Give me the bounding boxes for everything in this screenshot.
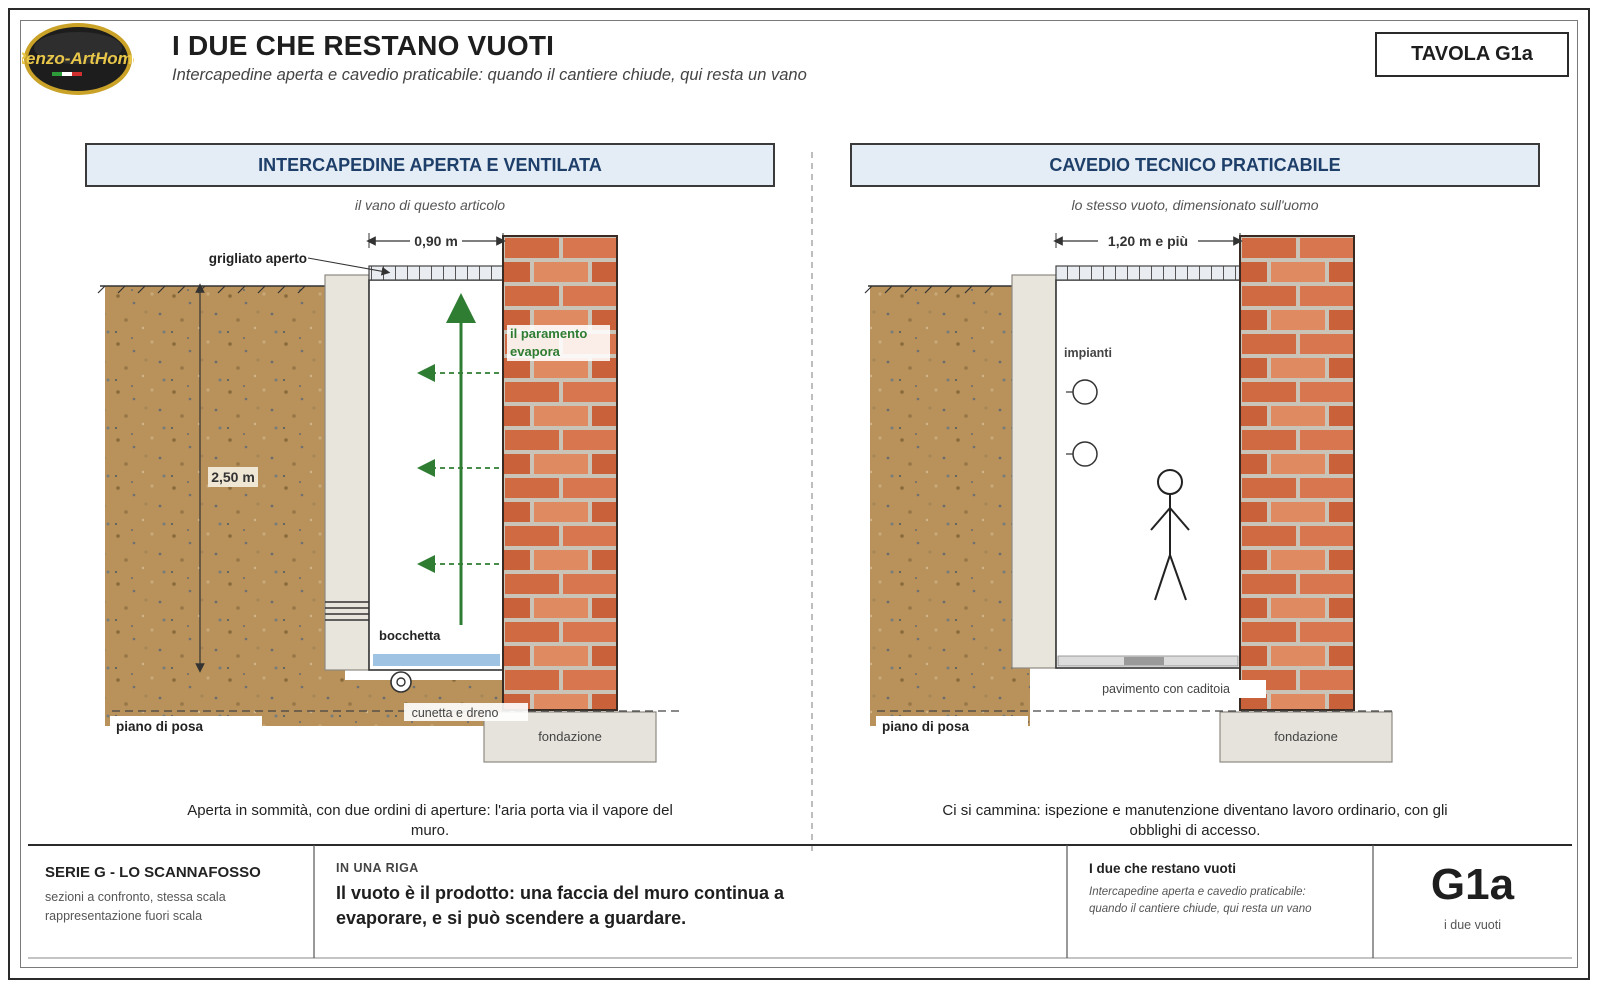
- series-line-2: rappresentazione fuori scala: [45, 909, 203, 923]
- right-section: 1,20 m e più impianti pavimento con cadi…: [864, 233, 1393, 763]
- title-block-lines: [28, 844, 1572, 959]
- vapour-arrows: [417, 364, 499, 573]
- evaporation-label-line2: evapora: [510, 344, 561, 359]
- sheet-code: G1a: [1430, 860, 1515, 909]
- right-caption: Ci si cammina: ispezione e manutenzione …: [942, 802, 1448, 839]
- left-caption: Aperta in sommità, con due ordini di ape…: [187, 802, 673, 839]
- left-foundation-label: fondazione: [538, 729, 602, 744]
- left-panel-subtitle: il vano di questo articolo: [354, 197, 506, 213]
- soil-fill: [105, 286, 345, 726]
- doc-line-2: quando il cantiere chiude, qui resta un …: [1089, 903, 1312, 915]
- sheet-number-box: TAVOLA G1a: [1375, 32, 1569, 77]
- service-pipes: [1066, 379, 1098, 467]
- left-section: 0,90 m 2,50 m grigliato aperto il parame…: [97, 233, 682, 763]
- counter-wall: [324, 274, 370, 671]
- counter-wall-right: [1011, 274, 1057, 669]
- vent-label: bocchetta: [379, 628, 441, 643]
- floor-drain: [1124, 657, 1164, 665]
- left-bedding-label: piano di posa: [116, 719, 203, 734]
- right-foundation-label: fondazione: [1274, 729, 1338, 744]
- right-panel-subtitle: lo stesso vuoto, dimensionato sull'uomo: [1071, 197, 1319, 213]
- series-title: SERIE G - LO SCANNAFOSSO: [45, 864, 261, 881]
- logo-text: Renzo-ArtHome: [22, 49, 134, 68]
- open-grating: [368, 265, 504, 281]
- renzo-arthome-logo: Renzo-ArtHome: [22, 23, 134, 95]
- shaft-grating: [1055, 265, 1241, 281]
- brick-wall-right: [1239, 235, 1355, 711]
- sheet-frame-inner: [20, 20, 1578, 968]
- sheet-frame-outer: [8, 8, 1590, 980]
- water-channel: [373, 654, 500, 666]
- services-label: impianti: [1064, 346, 1112, 360]
- page-subtitle: Intercapedine aperta e cavedio praticabi…: [172, 66, 807, 84]
- right-bedding-label: piano di posa: [882, 719, 969, 734]
- oneliner-tag: IN UNA RIGA: [336, 861, 419, 875]
- service-shaft: [1055, 279, 1241, 669]
- vent-slots: [325, 601, 369, 621]
- doc-line-1: Intercapedine aperta e cavedio praticabi…: [1089, 886, 1306, 898]
- doc-title: I due che restano vuoti: [1089, 861, 1237, 876]
- right-width-label: 1,20 m e più: [1108, 233, 1188, 249]
- right-panel-title: CAVEDIO TECNICO PRATICABILE: [850, 143, 1540, 187]
- grating-label: grigliato aperto: [209, 251, 307, 266]
- floor-label: pavimento con caditoia: [1102, 682, 1230, 696]
- person-figure: [1150, 469, 1190, 601]
- oneliner-line-2: evaporare, e si può scendere a guardare.: [336, 908, 687, 928]
- brick-wall: [502, 235, 618, 711]
- page-title: I DUE CHE RESTANO VUOTI: [172, 30, 555, 61]
- left-height-label: 2,50 m: [211, 469, 255, 485]
- foundation-right: [1219, 711, 1393, 763]
- oneliner-line-1: Il vuoto è il prodotto: una faccia del m…: [336, 883, 785, 903]
- series-line-1: sezioni a confronto, stessa scala: [45, 890, 226, 904]
- sheet-code-sub: i due vuoti: [1444, 918, 1501, 932]
- evaporation-label-line1: il paramento: [510, 326, 587, 341]
- soil-fill-right: [870, 286, 1030, 726]
- drain-label: cunetta e dreno: [412, 706, 499, 720]
- left-width-label: 0,90 m: [414, 233, 458, 249]
- left-panel-title: INTERCAPEDINE APERTA E VENTILATA: [85, 143, 775, 187]
- air-gap: [368, 279, 504, 671]
